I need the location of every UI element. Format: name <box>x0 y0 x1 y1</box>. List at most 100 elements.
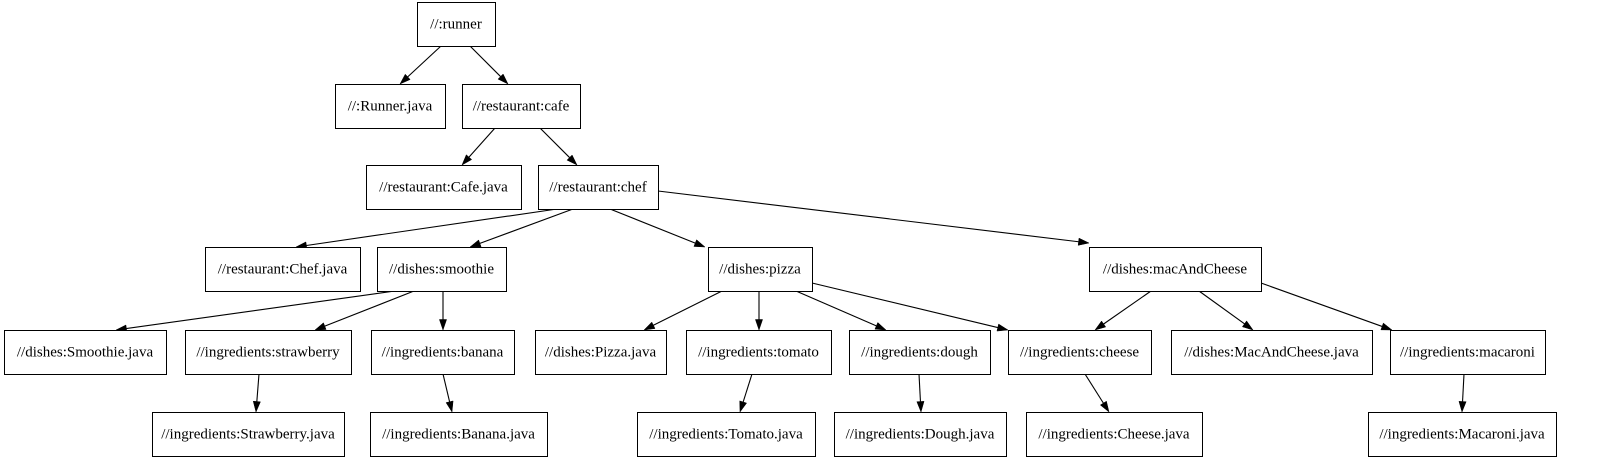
edge-pizza-to-cheese <box>811 282 1009 332</box>
node-label: //dishes:macAndCheese <box>1103 261 1247 277</box>
node-box <box>538 165 659 210</box>
arrowhead-icon <box>439 319 447 331</box>
node-box <box>377 247 507 292</box>
graph-node-tomato_java[interactable]: //ingredients:Tomato.java <box>637 412 816 457</box>
node-label: //:runner <box>430 16 482 32</box>
node-box <box>205 247 361 292</box>
edge-line <box>653 290 723 326</box>
graph-node-macaroni[interactable]: //ingredients:macaroni <box>1390 330 1546 375</box>
nodes-layer: //:runner //:Runner.java //restaurant:cafe… <box>4 2 1557 457</box>
arrowhead-icon <box>469 239 482 248</box>
graph-node-cafe_java[interactable]: //restaurant:Cafe.java <box>366 165 522 210</box>
node-label: //dishes:Pizza.java <box>545 344 657 360</box>
edge-line <box>1084 373 1104 404</box>
graph-node-cheese_java[interactable]: //ingredients:Cheese.java <box>1026 412 1203 457</box>
edge-chef-to-smoothie <box>469 208 574 248</box>
graph-node-cheese[interactable]: //ingredients:cheese <box>1008 330 1152 375</box>
graph-node-chef_java[interactable]: //restaurant:Chef.java <box>205 247 361 292</box>
arrowhead-icon <box>996 323 1009 332</box>
edge-pizza-to-dough <box>795 290 887 331</box>
node-label: //ingredients:strawberry <box>196 344 340 360</box>
node-label: //ingredients:Dough.java <box>846 426 995 442</box>
edge-line <box>407 45 442 78</box>
graph-node-macandcheese_java[interactable]: //dishes:MacAndCheese.java <box>1171 330 1373 375</box>
arrowhead-icon <box>461 154 473 166</box>
edge-chef-to-pizza <box>609 208 706 248</box>
edge-tomato-to-tomato_java <box>739 373 753 413</box>
graph-node-dough_java[interactable]: //ingredients:Dough.java <box>834 412 1007 457</box>
edge-line <box>742 373 753 403</box>
arrowhead-icon <box>1094 320 1107 331</box>
edge-line <box>442 373 451 402</box>
arrowhead-icon <box>1099 400 1110 413</box>
arrowhead-icon <box>445 400 454 413</box>
graph-node-dough[interactable]: //ingredients:dough <box>849 330 991 375</box>
node-box <box>834 412 1007 457</box>
edge-line <box>324 290 415 327</box>
graph-node-runner_java[interactable]: //:Runner.java <box>335 84 446 129</box>
arrowhead-icon <box>1241 320 1254 331</box>
edge-line <box>918 373 921 402</box>
edge-line <box>479 208 574 244</box>
edge-line <box>1103 290 1152 325</box>
graph-node-chef[interactable]: //restaurant:chef <box>538 165 659 210</box>
arrowhead-icon <box>252 400 261 413</box>
graph-node-pizza_java[interactable]: //dishes:Pizza.java <box>535 330 667 375</box>
arrowhead-icon <box>1458 401 1467 413</box>
node-box <box>185 330 352 375</box>
arrowhead-icon <box>399 73 411 85</box>
node-label: //restaurant:Chef.java <box>218 261 348 277</box>
edge-smoothie-to-banana <box>439 291 447 331</box>
node-box <box>535 330 667 375</box>
node-box <box>1026 412 1203 457</box>
edge-banana-to-banana_java <box>442 373 454 413</box>
arrowhead-icon <box>643 321 656 331</box>
edge-dough-to-dough_java <box>916 373 925 413</box>
edge-macandcheese-to-macandcheese_java <box>1198 290 1254 331</box>
graph-node-cafe[interactable]: //restaurant:cafe <box>462 84 581 129</box>
node-box <box>335 84 446 129</box>
graph-node-pizza[interactable]: //dishes:pizza <box>708 247 813 292</box>
graph-node-macaroni_java[interactable]: //ingredients:Macaroni.java <box>1368 412 1557 457</box>
edge-line <box>811 282 998 329</box>
edge-line <box>1462 373 1465 402</box>
node-label: //dishes:MacAndCheese.java <box>1184 344 1359 360</box>
graph-node-smoothie[interactable]: //dishes:smoothie <box>377 247 507 292</box>
node-label: //restaurant:Cafe.java <box>379 179 508 195</box>
node-label: //ingredients:Tomato.java <box>649 426 803 442</box>
node-box <box>849 330 991 375</box>
node-label: //:Runner.java <box>348 98 433 114</box>
graph-node-macandcheese[interactable]: //dishes:macAndCheese <box>1089 247 1262 292</box>
edge-runner-to-runner_java <box>399 45 442 85</box>
edge-cheese-to-cheese_java <box>1084 373 1110 413</box>
edge-pizza-to-pizza_java <box>643 290 723 331</box>
arrowhead-icon <box>1077 237 1090 246</box>
graph-node-smoothie_java[interactable]: //dishes:Smoothie.java <box>4 330 167 375</box>
graph-node-strawberry_java[interactable]: //ingredients:Strawberry.java <box>152 412 345 457</box>
graph-node-banana[interactable]: //ingredients:banana <box>371 330 515 375</box>
edge-smoothie-to-smoothie_java <box>115 290 396 333</box>
node-label: //ingredients:banana <box>382 344 504 360</box>
graph-node-tomato[interactable]: //ingredients:tomato <box>686 330 832 375</box>
node-box <box>708 247 813 292</box>
graph-node-strawberry[interactable]: //ingredients:strawberry <box>185 330 352 375</box>
node-label: //dishes:smoothie <box>389 261 494 277</box>
node-box <box>1171 330 1373 375</box>
edge-line <box>609 208 696 244</box>
edge-line <box>657 190 1079 243</box>
node-box <box>4 330 167 375</box>
arrowhead-icon <box>1380 322 1393 331</box>
edge-line <box>256 373 260 402</box>
arrowhead-icon <box>314 322 327 331</box>
edge-runner-to-cafe <box>469 45 509 85</box>
graph-node-banana_java[interactable]: //ingredients:Banana.java <box>370 412 548 457</box>
node-label: //restaurant:cafe <box>473 98 570 114</box>
edge-pizza-to-tomato <box>755 291 763 331</box>
edge-line <box>469 45 501 77</box>
edge-line <box>306 208 558 247</box>
node-label: //ingredients:Cheese.java <box>1038 426 1190 442</box>
edge-line <box>795 290 877 327</box>
node-box <box>637 412 816 457</box>
graph-node-runner[interactable]: //:runner <box>417 2 496 47</box>
